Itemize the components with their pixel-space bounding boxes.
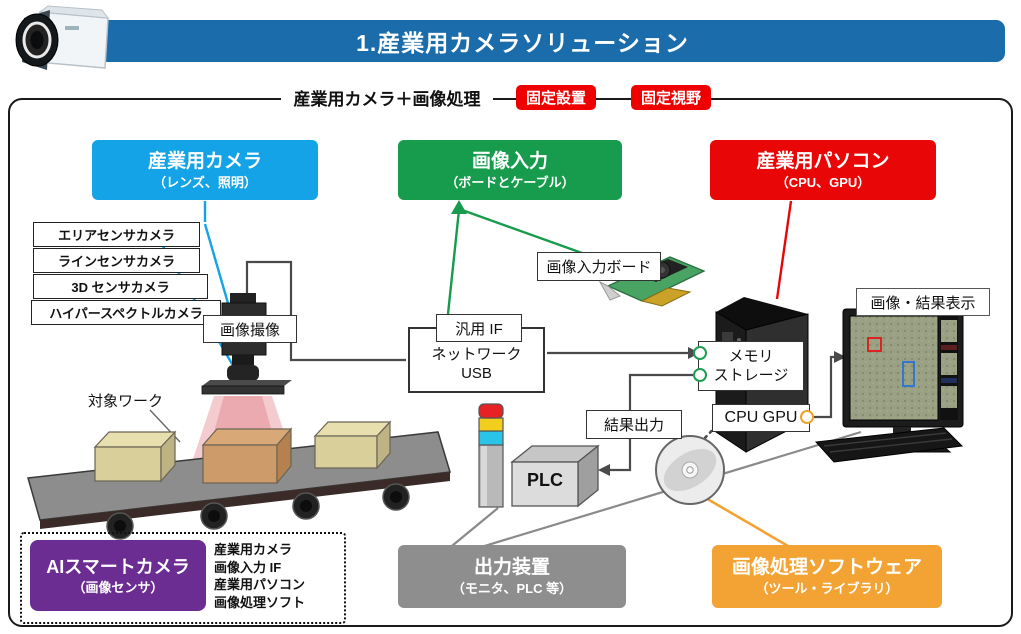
network-box: ネットワーク USB [408,327,545,393]
box-subtitle: （画像センサ） [72,580,164,595]
camera-type-label: ラインセンサカメラ [57,254,175,269]
image-processing-software-box: 画像処理ソフトウェア （ツール・ライブラリ） [712,545,942,608]
capture-label: 画像撮像 [203,315,297,343]
plc-label: PLC [516,470,574,491]
label-text: 画像入力ボード [546,259,652,276]
memory-storage-label: メモリ ストレージ [698,341,804,391]
header-bar: 1.産業用カメラソリューション [40,20,1005,62]
label-text: 対象ワーク [88,393,164,410]
cpu-gpu-label: CPU GPU [712,404,810,432]
box-title: 画像処理ソフトウェア [731,557,922,578]
badge-label: 固定設置 [525,90,586,107]
camera-type-3d-sensor: 3D センサカメラ [33,274,208,299]
image-input-box: 画像入力 （ボードとケーブル） [398,140,622,200]
network-label: ネットワーク [431,346,522,363]
ai-smart-camera-group [20,532,346,624]
box-title: AIスマートカメラ [46,557,190,577]
camera-type-label: 3D センサカメラ [71,280,170,295]
page-title: 1.産業用カメラソリューション [356,30,689,56]
box-title: 産業用カメラ [147,150,262,172]
camera-type-line-sensor: ラインセンサカメラ [33,248,200,273]
label-text: PLC [527,470,563,490]
industrial-pc-box: 産業用パソコン （CPU、GPU） [710,140,936,200]
result-display-label: 画像・結果表示 [856,288,990,316]
badge-fixed-installation: 固定設置 [516,85,596,110]
output-device-box: 出力装置 （モニタ、PLC 等） [398,545,626,608]
storage-label: ストレージ [713,367,789,384]
result-output-label: 結果出力 [586,410,682,439]
label-text: 画像・結果表示 [870,294,976,312]
box-title: 産業用パソコン [756,150,890,172]
ai-includes-list: 産業用カメラ 画像入力 IF 産業用パソコン 画像処理ソフト [214,541,338,611]
label-text: 画像撮像 [219,321,280,339]
camera-type-area-sensor: エリアセンサカメラ [33,222,200,247]
target-work-label: 対象ワーク [88,390,198,411]
ai-include-item: 画像入力 IF [214,559,282,575]
label-text: CPU GPU [724,409,798,426]
ai-include-item: 画像処理ソフト [214,594,306,610]
box-subtitle: （ツール・ライブラリ） [755,581,899,596]
badge-label: 固定視野 [640,90,701,107]
section-title: 産業用カメラ＋画像処理 [281,84,493,110]
diagram-frame [8,98,1013,627]
label-text: 汎用 IF [455,320,503,338]
input-board-label: 画像入力ボード [537,252,661,281]
camera-type-label: ハイパースペクトルカメラ [49,306,203,321]
box-title: 出力装置 [473,557,550,578]
usb-label: USB [461,365,492,382]
box-subtitle: （モニタ、PLC 等） [451,581,573,596]
box-subtitle: （レンズ、照明） [153,174,257,190]
label-text: 結果出力 [603,417,664,434]
ai-smart-camera-box: AIスマートカメラ （画像センサ） [30,540,206,611]
badge-fixed-view: 固定視野 [631,85,711,110]
box-subtitle: （ボードとケーブル） [445,174,575,190]
memory-label: メモリ [728,348,774,365]
industrial-camera-box: 産業用カメラ （レンズ、照明） [92,140,318,200]
cpu-gpu-port [800,410,814,424]
ai-include-item: 産業用パソコン [214,577,306,592]
ai-include-item: 産業用カメラ [214,542,293,557]
box-subtitle: （CPU、GPU） [775,174,871,190]
memory-port-2 [693,368,707,382]
camera-type-label: エリアセンサカメラ [58,228,175,243]
memory-port-1 [693,346,707,360]
box-title: 画像入力 [471,150,548,172]
generic-if-label: 汎用 IF [436,314,522,342]
camera-type-hyperspectral: ハイパースペクトルカメラ [31,300,221,325]
